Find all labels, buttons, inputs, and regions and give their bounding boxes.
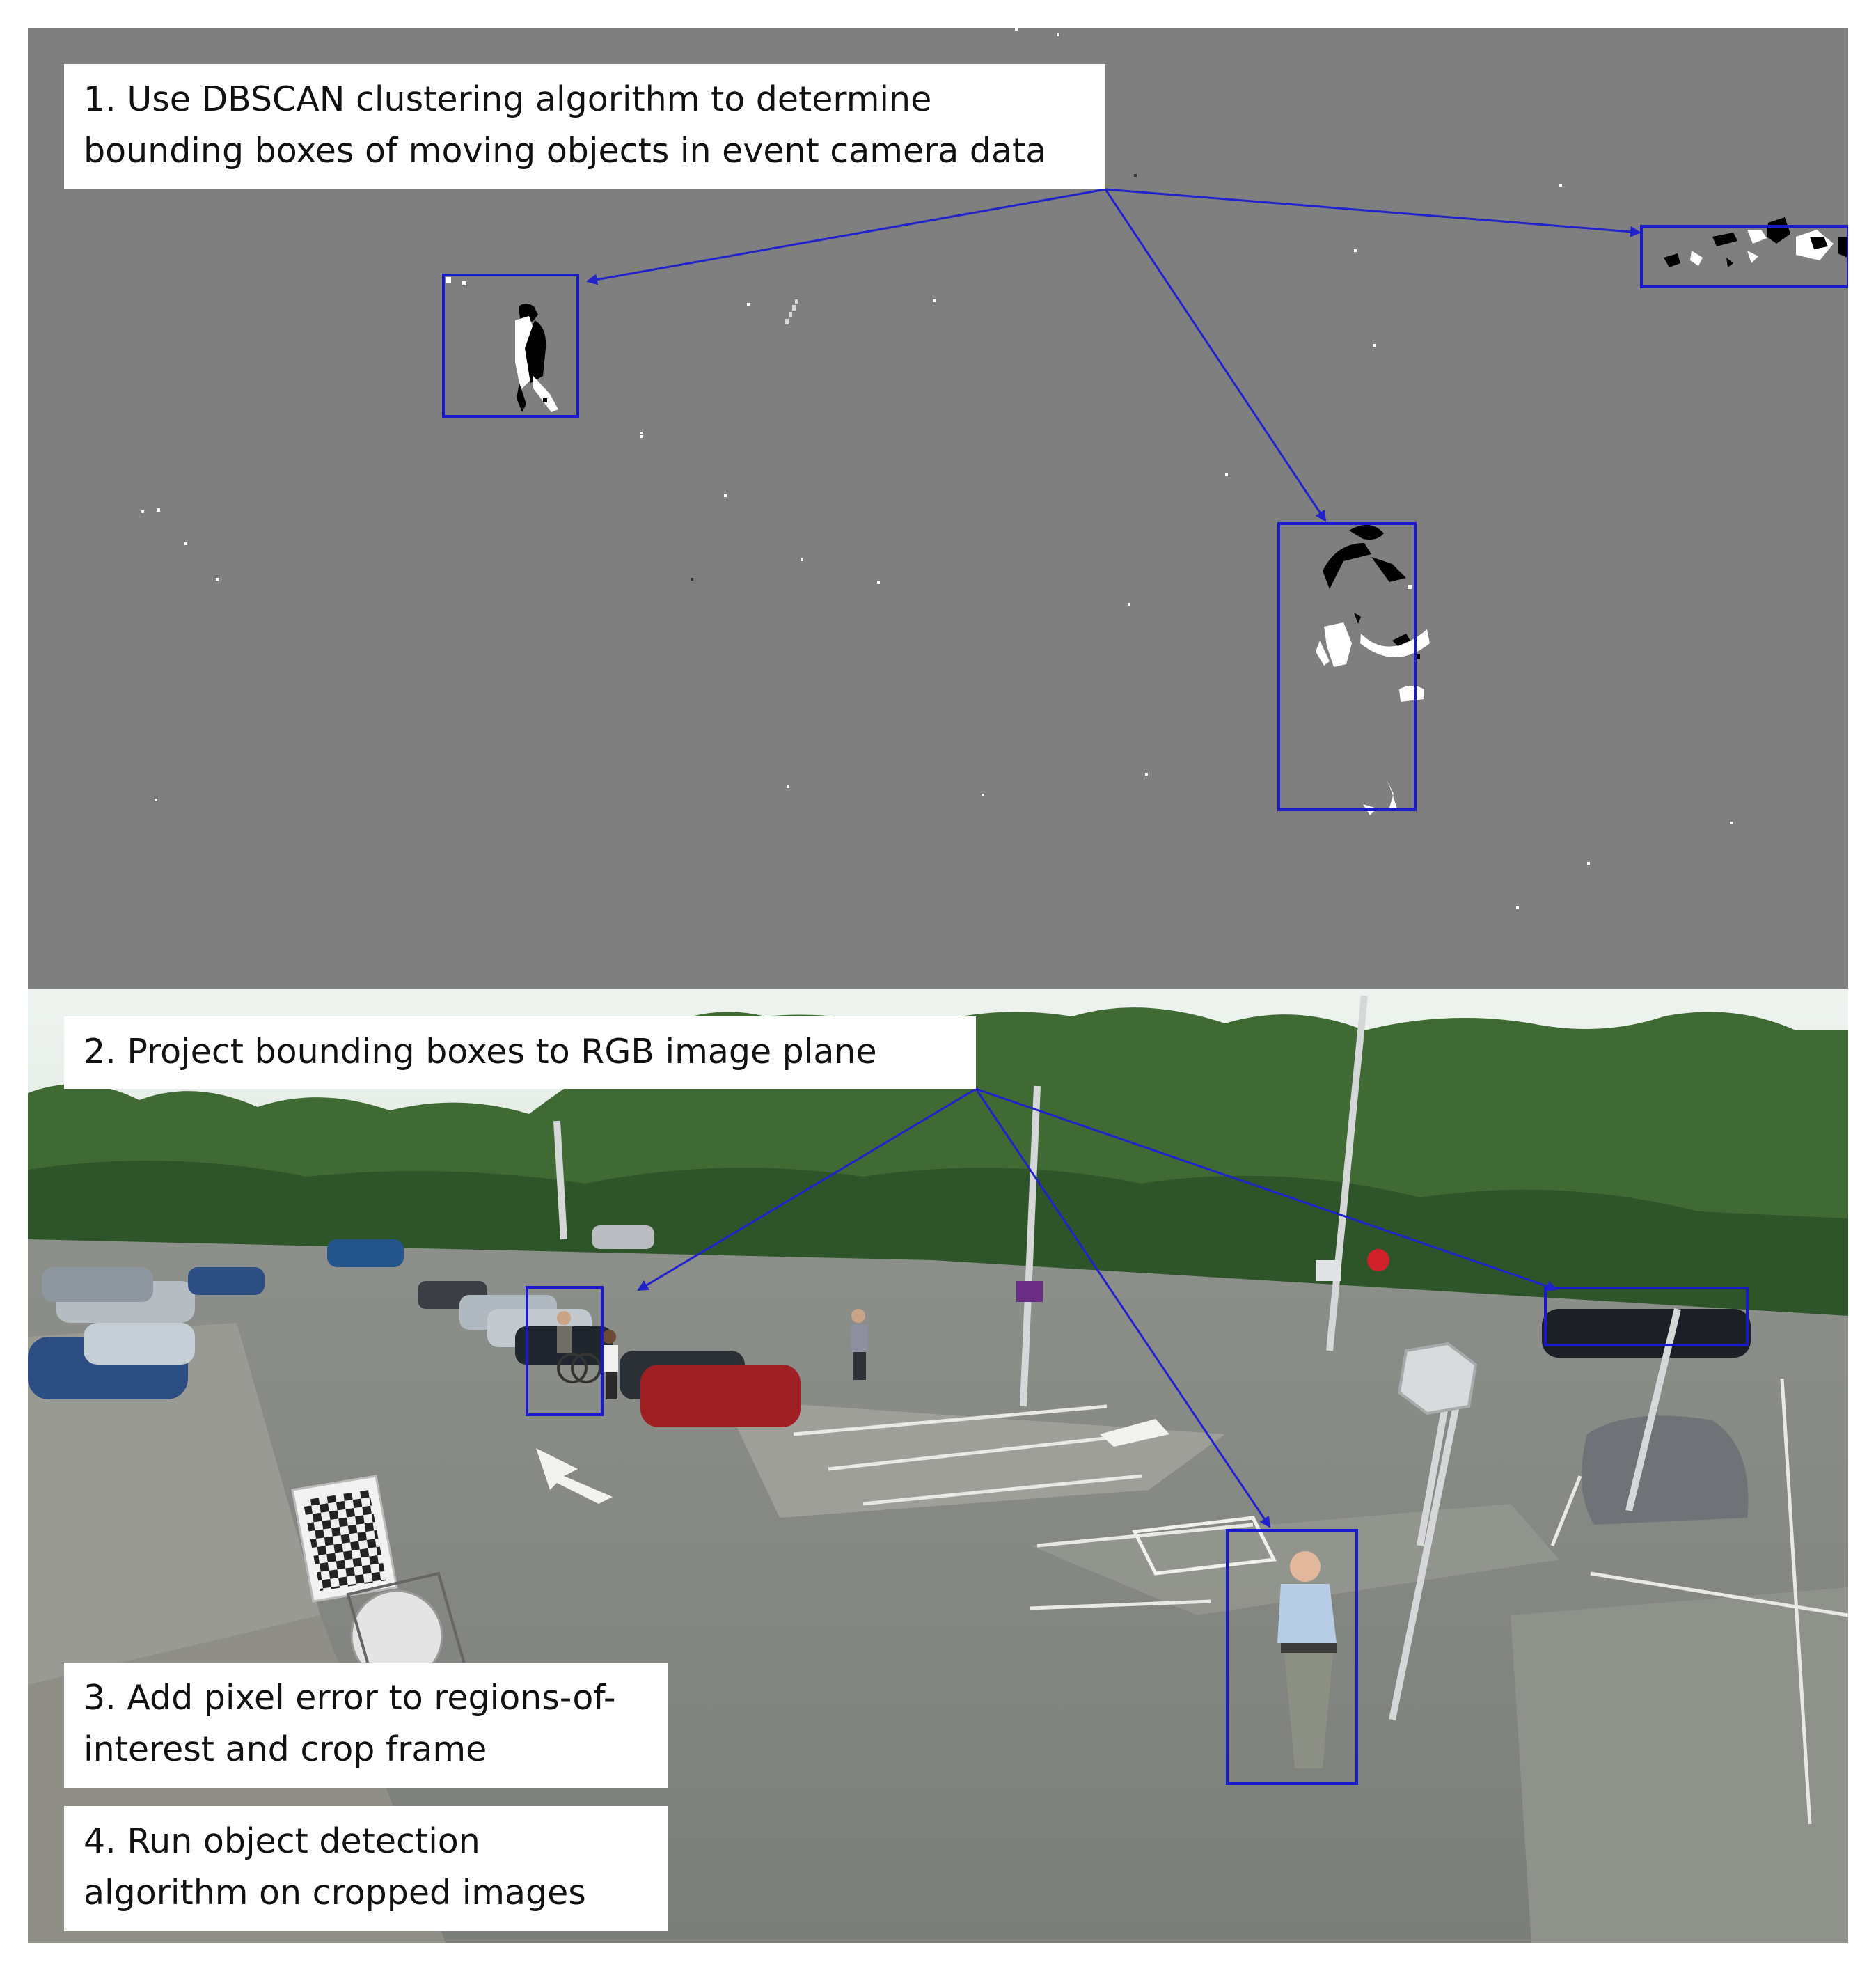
light-poles bbox=[553, 995, 1681, 1720]
arrow-to-rgb-box-walker bbox=[975, 1088, 1271, 1528]
people bbox=[557, 1309, 1337, 1768]
road-arrow-left bbox=[536, 1448, 613, 1504]
arrow-to-event-box-car bbox=[1105, 188, 1641, 237]
arrow-to-rgb-box-car bbox=[975, 1087, 1558, 1291]
arrow-to-rgb-box-cyclist bbox=[637, 1087, 977, 1291]
road-arrow-center bbox=[1100, 1419, 1169, 1447]
step1-arrows bbox=[586, 188, 1641, 522]
signs bbox=[1016, 1249, 1478, 1415]
rgb-bounding-box-cyclist bbox=[526, 1286, 604, 1416]
right-paving bbox=[1511, 1587, 1848, 1943]
left-paving bbox=[28, 1323, 320, 1685]
arrow-to-event-box-walker bbox=[1104, 189, 1327, 522]
rgb-bounding-box-car bbox=[1544, 1287, 1749, 1346]
event-cluster-car bbox=[1664, 217, 1847, 267]
event-cluster-person bbox=[446, 277, 558, 412]
arrow-to-event-box-person bbox=[586, 188, 1106, 285]
event-camera-canvas bbox=[141, 28, 1848, 909]
stop-marking bbox=[1132, 1516, 1277, 1576]
rgb-bounding-box-walker bbox=[1226, 1529, 1358, 1785]
step2-arrows bbox=[637, 1087, 1558, 1528]
event-bounding-box-car bbox=[1640, 225, 1848, 288]
caption-step-3: 3. Add pixel error to regions-of- intere… bbox=[64, 1663, 668, 1788]
caption-step-4: 4. Run object detection algorithm on cro… bbox=[64, 1806, 668, 1931]
event-bounding-box-walker bbox=[1277, 522, 1417, 811]
caption-step-1: 1. Use DBSCAN clustering algorithm to de… bbox=[64, 64, 1105, 189]
event-bounding-box-person bbox=[442, 274, 579, 418]
noise-events bbox=[141, 28, 1733, 909]
caption-step-2: 2. Project bounding boxes to RGB image p… bbox=[64, 1016, 976, 1089]
event-trail bbox=[691, 174, 1137, 581]
event-cluster-walker bbox=[1316, 524, 1430, 815]
road-markings bbox=[793, 1378, 1848, 1825]
